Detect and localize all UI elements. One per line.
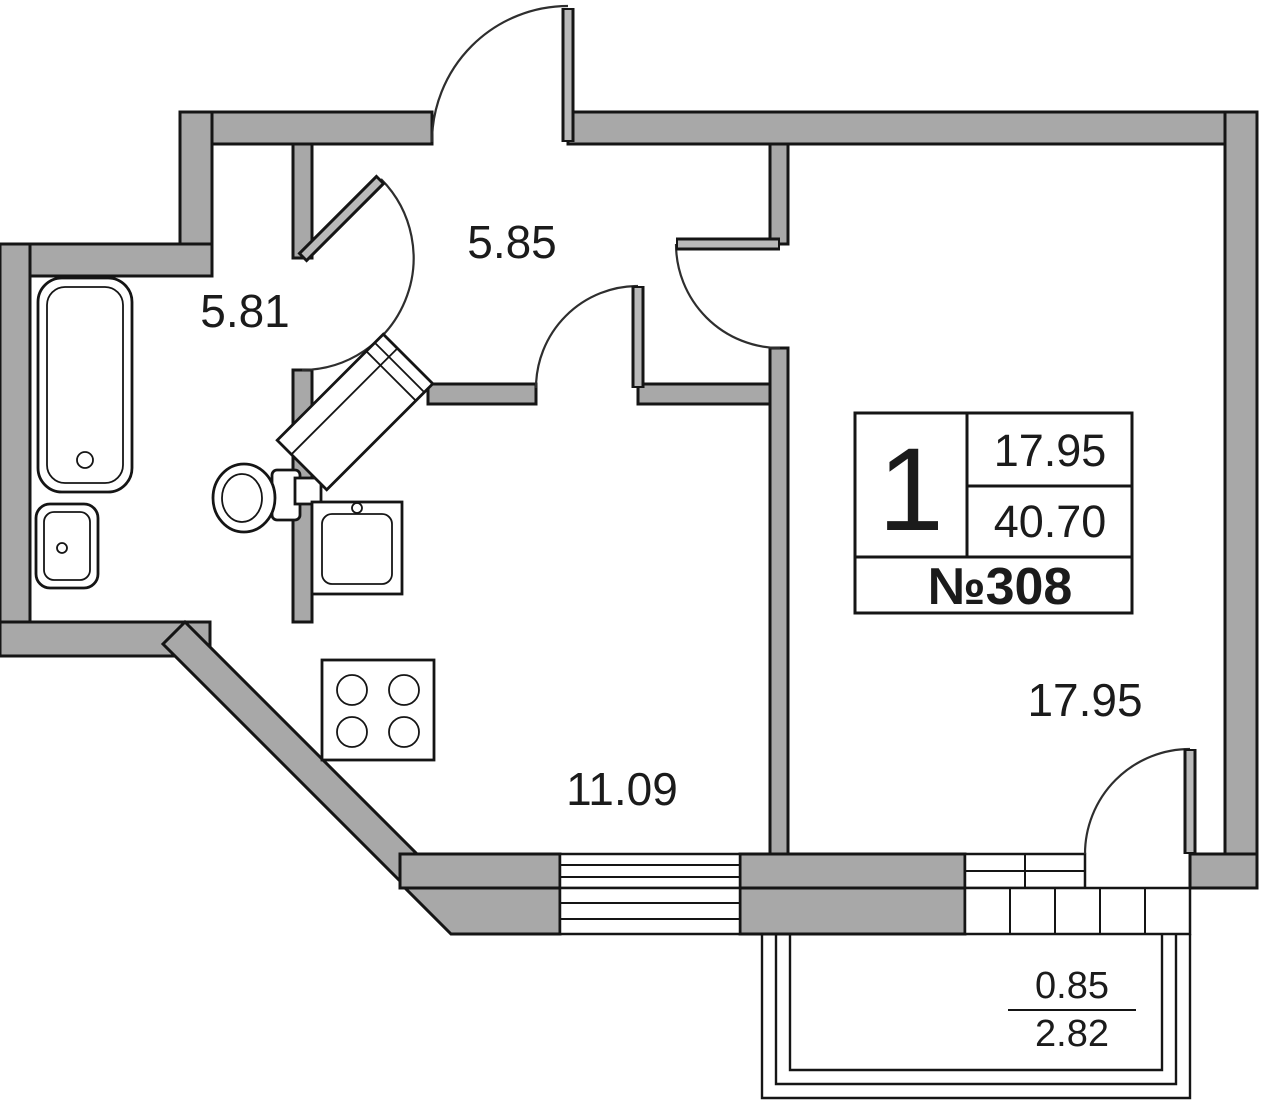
total-area-value: 40.70 bbox=[994, 496, 1107, 547]
rooms-count: 1 bbox=[878, 424, 944, 556]
stove-burner bbox=[336, 674, 368, 706]
cabinet-line bbox=[290, 347, 399, 456]
bathroom-area-label: 5.81 bbox=[200, 285, 290, 337]
wall-hall-kitchen-left bbox=[426, 382, 538, 406]
bathroom-door-leaf bbox=[301, 178, 382, 259]
entrance-door-arc bbox=[430, 4, 569, 143]
duct bbox=[293, 476, 323, 506]
living-area-value: 17.95 bbox=[994, 425, 1107, 476]
wall-bath-hall bbox=[291, 142, 314, 260]
wall-room-stub-top bbox=[768, 142, 790, 246]
wall-sill-mid bbox=[738, 886, 967, 936]
wall-top-right bbox=[566, 110, 1259, 146]
washbasin-inner bbox=[43, 511, 91, 581]
balcony-glazing bbox=[963, 886, 1192, 936]
kitchen-window-sill bbox=[558, 886, 742, 936]
balcony-door-arc bbox=[1083, 747, 1191, 855]
doors bbox=[297, 4, 1197, 855]
bathtub-inner bbox=[46, 286, 124, 484]
wall-right bbox=[1223, 110, 1259, 890]
info-box: 1 17.95 40.70 №308 bbox=[853, 411, 1134, 616]
stove bbox=[320, 658, 436, 762]
kitchen-door-arc bbox=[534, 284, 639, 389]
kitchen-sink-faucet bbox=[351, 502, 363, 514]
wall-sill-left bbox=[401, 886, 562, 936]
wall-hall-kitchen-right bbox=[636, 382, 790, 406]
bathroom-door-arc bbox=[301, 178, 415, 372]
fixtures bbox=[34, 276, 436, 762]
unit-number: №308 bbox=[928, 558, 1073, 616]
windows bbox=[558, 852, 1192, 936]
room-labels: 5.81 5.85 11.09 17.95 bbox=[200, 216, 1142, 815]
stove-burner bbox=[388, 674, 420, 706]
cabinet-line bbox=[365, 350, 417, 402]
stove-burner bbox=[336, 716, 368, 748]
kitchen-window bbox=[558, 852, 742, 890]
stove-burner bbox=[388, 716, 420, 748]
wall-left bbox=[0, 242, 32, 658]
bedroom-area-label: 17.95 bbox=[1027, 674, 1142, 726]
balcony-full-area: 2.82 bbox=[1035, 1013, 1109, 1055]
cabinet bbox=[275, 332, 435, 492]
wall-top-left bbox=[178, 110, 434, 146]
kitchen-area-label: 11.09 bbox=[566, 763, 678, 815]
walls bbox=[0, 110, 1259, 936]
balcony-labels: 0.85 2.82 bbox=[1008, 965, 1136, 1055]
balcony-rail-middle bbox=[774, 934, 1178, 1086]
info-box-border bbox=[853, 411, 1134, 615]
kitchen-sink bbox=[310, 500, 404, 596]
wall-bottom-b bbox=[738, 852, 967, 890]
balcony-railing bbox=[760, 934, 1192, 1100]
wall-bottom-c bbox=[1188, 852, 1259, 890]
wall-bath-top bbox=[0, 242, 214, 278]
balcony-rail-inner bbox=[788, 934, 1164, 1072]
toilet-bowl-inner bbox=[221, 473, 263, 523]
washbasin-drain bbox=[56, 542, 68, 554]
bathtub-drain bbox=[76, 451, 94, 469]
cabinet-line bbox=[374, 342, 425, 393]
balcony-reduced-area: 0.85 bbox=[1035, 965, 1109, 1007]
wall-bottom-a bbox=[398, 852, 562, 890]
cabinet-body bbox=[275, 332, 435, 492]
wall-room-kitchen bbox=[768, 346, 790, 856]
kitchen-sink-basin bbox=[321, 513, 393, 585]
bathtub bbox=[36, 276, 134, 494]
room-door-arc bbox=[674, 243, 781, 350]
hallway-area-label: 5.85 bbox=[467, 216, 557, 268]
balcony-rail-outer bbox=[760, 934, 1192, 1100]
